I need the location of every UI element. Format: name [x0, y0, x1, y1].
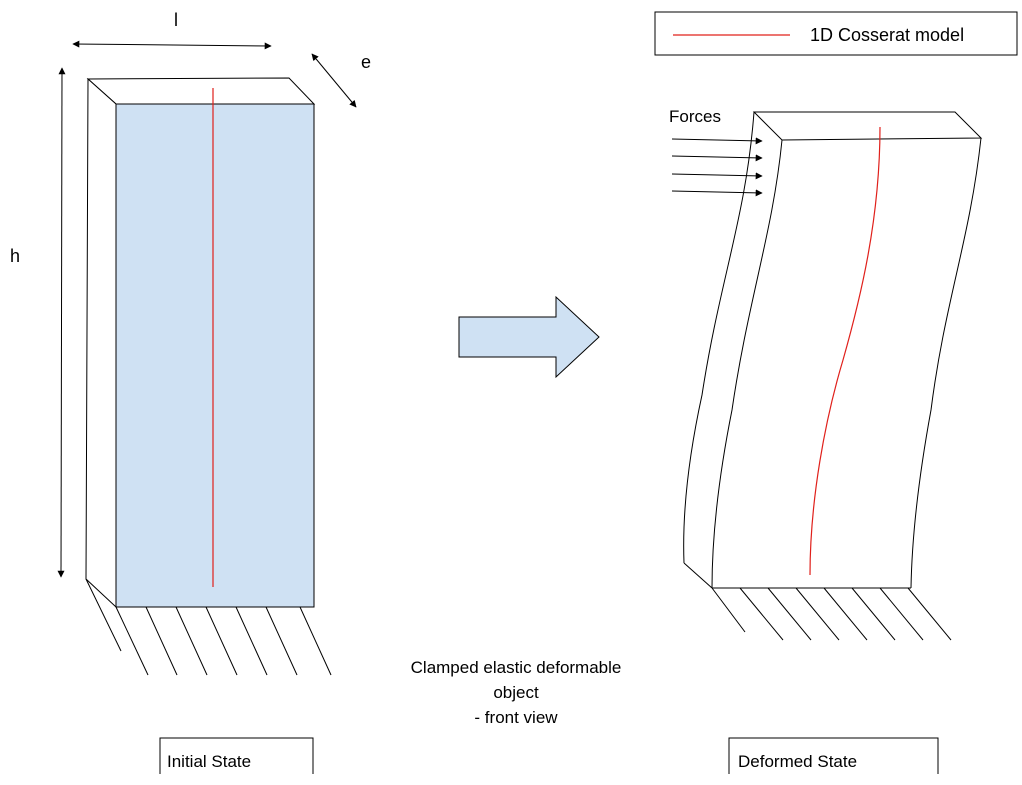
deformed-block [683, 111, 983, 589]
deformed-block-front-right-edge [910, 137, 982, 589]
dimension-label-e: e [361, 52, 371, 72]
deformed-clamp-hatching [711, 587, 952, 641]
deformed-block-back-edge [683, 111, 755, 564]
initial-state-label: Initial State [167, 752, 251, 771]
force-arrow [671, 189, 763, 197]
deformed-cosserat-line [809, 126, 881, 576]
deformed-block-top-face [752, 111, 983, 141]
initial-state-label-box: Initial State [159, 737, 314, 774]
force-arrows [671, 137, 763, 197]
force-arrow [671, 172, 763, 180]
legend: 1D Cosserat model [654, 11, 1018, 56]
deformed-state-label-box: Deformed State [728, 737, 939, 774]
dimension-label-h: h [10, 246, 20, 266]
dimension-label-l: l [174, 10, 178, 30]
initial-block-front-face [115, 103, 315, 608]
legend-label: 1D Cosserat model [810, 25, 964, 45]
legend-box [654, 11, 1018, 56]
forces-label: Forces [669, 107, 721, 126]
initial-block-side-face [85, 77, 117, 609]
initial-block [85, 77, 316, 609]
initial-block-top-face [86, 77, 316, 105]
dimension-arrow-l [72, 40, 272, 50]
deformed-state-label: Deformed State [738, 752, 857, 771]
caption-line-3: - front view [474, 708, 558, 727]
dimension-arrow-e [311, 53, 357, 108]
deformed-block-front-left-edge [711, 139, 783, 589]
transition-arrow [458, 295, 600, 379]
dimension-arrow-h [57, 67, 66, 578]
force-arrow [671, 137, 763, 145]
force-arrow [671, 154, 763, 162]
caption: Clamped elastic deformable object - fron… [411, 658, 622, 727]
caption-line-2: object [493, 683, 539, 702]
caption-line-1: Clamped elastic deformable [411, 658, 622, 677]
initial-clamp-hatching [85, 578, 332, 676]
